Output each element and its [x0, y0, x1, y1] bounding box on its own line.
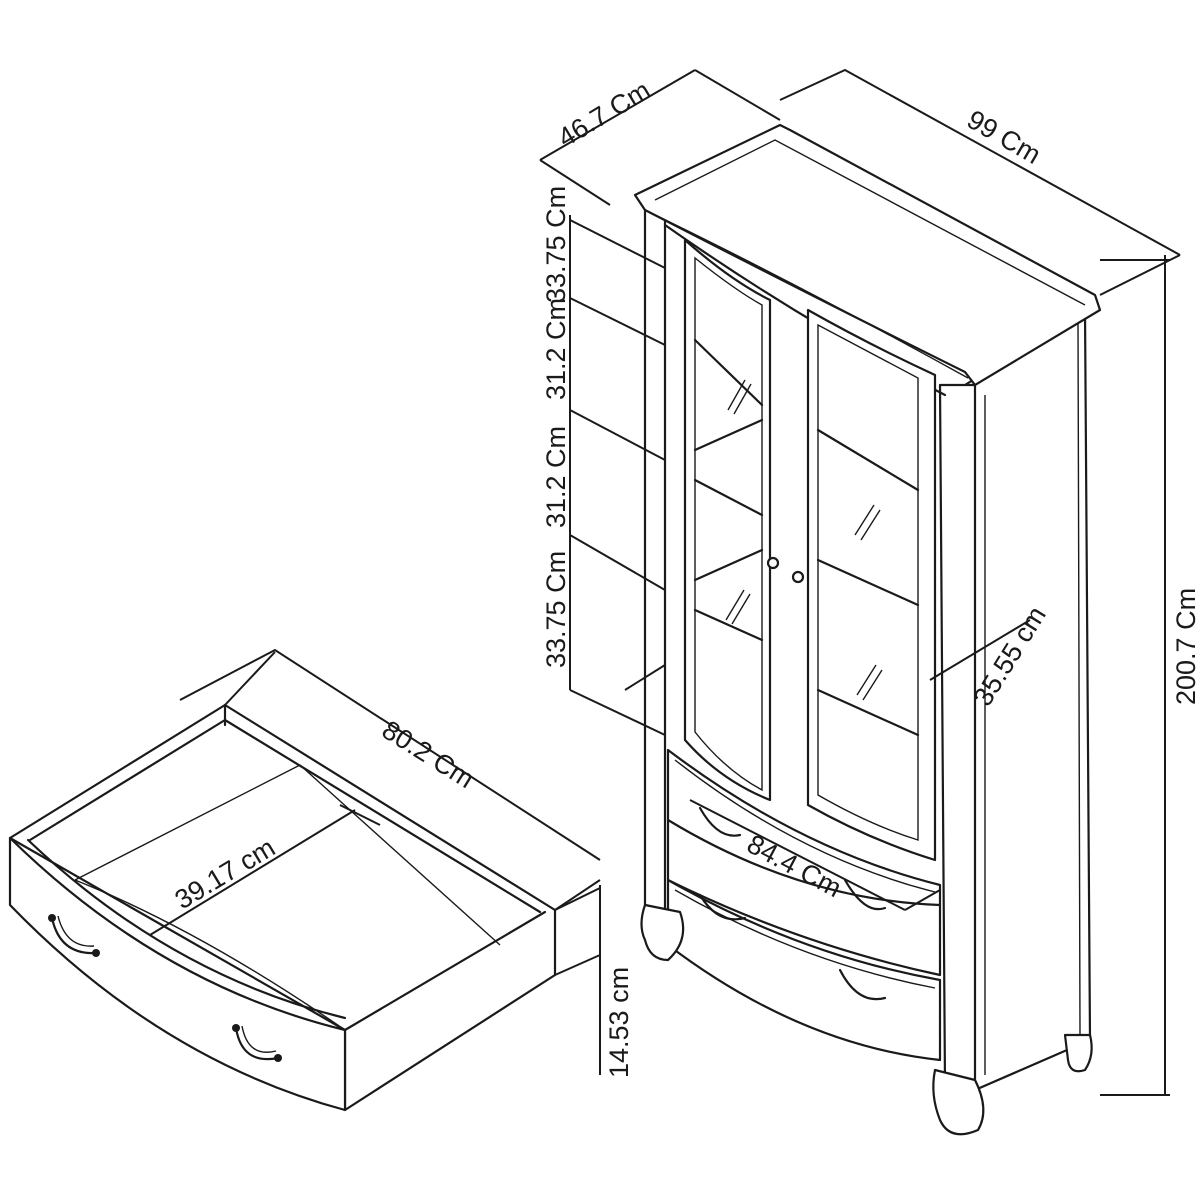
- drawer-floor-front: [74, 879, 346, 1031]
- right-door-knob: [791, 570, 805, 584]
- shelf-spacing-label-3: 31.2 Cm: [541, 426, 571, 528]
- drawer-right-top: [343, 910, 547, 1032]
- drawer-back-inner: [28, 703, 542, 914]
- drawer-dimension-lines: [149, 648, 601, 1075]
- cabinet-drawer-upper: [666, 748, 942, 977]
- cabinet-drawer-handles: [698, 806, 887, 1001]
- cabinet-dimension-lines: [539, 68, 1181, 1096]
- left-glass-door: [683, 238, 772, 802]
- left-door-frame: [694, 256, 763, 792]
- left-door-knob: [766, 556, 780, 570]
- cabinet-foot-left: [640, 903, 685, 962]
- drawer-front-lip: [26, 838, 347, 1020]
- drawer-divider-top: [666, 818, 942, 907]
- cabinet-depth-label: 46.7 Cm: [553, 75, 656, 153]
- side-panel-edges: [984, 319, 1081, 1075]
- drawer-height-label: 14.53 cm: [604, 967, 634, 1078]
- cabinet-top-edges: [644, 139, 1086, 379]
- drawer-handle-right: [232, 1024, 282, 1062]
- shelf-spacing-label-1: 33.75 Cm: [541, 186, 571, 303]
- cabinet-height-label: 200.7 Cm: [1171, 588, 1200, 705]
- glass-shelves: [693, 338, 920, 737]
- glass-glint-marks: [725, 379, 883, 701]
- drawer-floor-edges: [74, 764, 501, 946]
- cabinet-drawing: [633, 123, 1102, 1136]
- cabinet-width-label: 99 Cm: [962, 104, 1046, 170]
- drawer-width-label: 80.2 Cm: [377, 715, 479, 795]
- cabinet-drawer-lower: [666, 878, 942, 1062]
- drawer-handle-left: [48, 914, 100, 957]
- shelf-spacing-label-2: 31.2 Cm: [541, 298, 571, 400]
- cabinet-left-post: [643, 208, 667, 912]
- cabinet-foot-front: [932, 1068, 985, 1136]
- right-door-frame: [817, 323, 919, 841]
- cabinet-right-post: [938, 383, 977, 1092]
- cabinet-foot-back: [1063, 1033, 1093, 1073]
- shelf-spacing-label-4: 33.75 Cm: [541, 551, 571, 668]
- drawer-front-panel: [8, 836, 347, 1112]
- drawer-inner-edges: [674, 759, 936, 989]
